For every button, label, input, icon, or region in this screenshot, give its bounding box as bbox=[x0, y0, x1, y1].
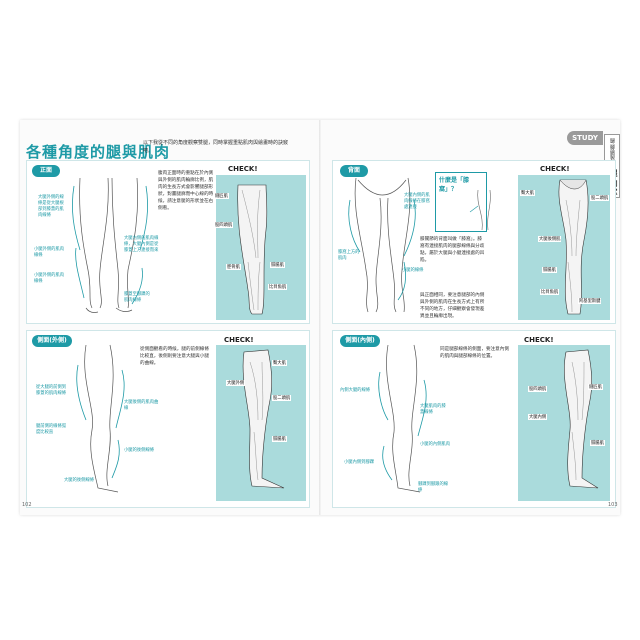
front-desc: 腹肉正面時的重點在於內側與外側的肌肉輪廓比例，肌肉的生長方式會影響腿部形狀，對畫… bbox=[158, 171, 214, 211]
front-note-4: 大腿內側的肌肉線條，大腿內側是從膝蓋上方連接而來 bbox=[124, 236, 159, 253]
side-outer-muscle-1: 臀大肌 bbox=[272, 360, 287, 366]
side-outer-desc: 從側面觀看的時候，腿的前側線條比較直，後側則要注意大腿與小腿的曲線。 bbox=[140, 347, 209, 366]
back-note-1: 大腿內側的肌肉線條在膝窩處連接 bbox=[404, 193, 430, 210]
front-muscle-2: 股四頭肌 bbox=[214, 222, 234, 228]
side-outer-note-5: 大腿的後側線條 bbox=[64, 478, 95, 483]
side-outer-muscle-2: 大腿外側 bbox=[226, 380, 246, 386]
side-outer-muscle-4: 腓腸肌 bbox=[272, 436, 287, 442]
page-number-right: 103 bbox=[608, 502, 618, 508]
side-outer-check-header: CHECK! bbox=[224, 336, 254, 344]
front-check-header: CHECK! bbox=[228, 165, 258, 173]
front-muscle-3: 脛骨肌 bbox=[226, 264, 241, 270]
side-inner-note-1: 內側大腿的線條 bbox=[340, 388, 371, 393]
side-tab-small: 腿‧腳繪製技巧 bbox=[609, 138, 615, 170]
back-muscle-1: 臀大肌 bbox=[520, 190, 535, 196]
side-outer-note-1: 從大腿的前側到膝蓋的肌肉線條 bbox=[36, 385, 67, 396]
back-muscle-5: 比目魚肌 bbox=[540, 289, 560, 295]
side-outer-note-3: 大腿後側的肌肉曲線 bbox=[124, 400, 159, 411]
section-label-side-inner: 側面(內側) bbox=[340, 335, 380, 347]
section-label-front: 正面 bbox=[32, 165, 60, 177]
side-outer-muscle-3: 股二頭肌 bbox=[272, 395, 292, 401]
side-inner-desc: 同是腿部線條的側面，要注意內側的肌肉與腿部線條的位置。 bbox=[440, 347, 509, 359]
back-muscle-6: 阿基里斯腱 bbox=[578, 298, 602, 304]
section-label-back: 背面 bbox=[340, 165, 368, 177]
front-muscle-4: 腓腸肌 bbox=[270, 262, 285, 268]
side-inner-note-4: 小腿內側到腳踝 bbox=[344, 460, 375, 465]
callout-title: 什麼是「膝窩」？ bbox=[439, 177, 470, 193]
back-note-3: 小腿的線條 bbox=[402, 268, 424, 273]
front-note-5: 膝蓋至腳踝的肌肉線條 bbox=[124, 292, 150, 303]
side-inner-muscle-4: 大腿內側 bbox=[528, 414, 548, 420]
side-inner-note-3: 小腿的內側肌肉 bbox=[420, 442, 451, 447]
back-muscle-4: 腓腸肌 bbox=[542, 267, 557, 273]
back-muscle-3: 大腿後側肌 bbox=[538, 236, 562, 242]
side-inner-note-2: 大腿肌肉的膝蓋線條 bbox=[420, 404, 446, 415]
side-inner-muscle-3: 腓腸肌 bbox=[590, 440, 605, 446]
front-note-1: 大腿外側的線條是從大腿根部到膝蓋的肌肉線條 bbox=[38, 195, 64, 218]
back-callout-desc: 膝關節的背面叫做「膝窩」。膝窩有連接肌肉的腿部線條與分歧點，屬於大腿與小腿連接處… bbox=[420, 237, 485, 263]
back-check-header: CHECK! bbox=[540, 165, 570, 173]
side-inner-muscle-2: 縫匠肌 bbox=[588, 384, 603, 390]
side-inner-note-5: 腳踝到腳跟的線條 bbox=[418, 482, 449, 493]
study-tab: STUDY bbox=[567, 131, 603, 145]
back-note-2: 膝窩上方的肌肉 bbox=[338, 250, 360, 261]
page-number-left: 102 bbox=[22, 502, 32, 508]
page-title: 各種角度的腿與肌肉 bbox=[26, 141, 169, 161]
front-note-2: 小腿外側的肌肉線條 bbox=[34, 247, 65, 258]
front-note-3: 小腿外側的肌肉線條 bbox=[34, 273, 65, 284]
back-muscle-2: 股二頭肌 bbox=[590, 195, 610, 201]
side-inner-check-box bbox=[518, 345, 610, 501]
side-inner-muscle-1: 股四頭肌 bbox=[528, 386, 548, 392]
front-muscle-5: 比目魚肌 bbox=[268, 284, 288, 290]
front-muscle-1: 縫匠肌 bbox=[214, 193, 229, 199]
back-desc: 與正面相同，要注意腿部的內側與外側的肌肉在生長方式上有所不同的地方，仔細觀察會發… bbox=[420, 293, 485, 319]
book-gutter bbox=[319, 120, 321, 515]
side-inner-check-header: CHECK! bbox=[524, 336, 554, 344]
side-outer-note-2: 腿前側的線條弧度比較直 bbox=[36, 424, 67, 435]
page-title-text: 各種角度的腿與肌肉 bbox=[26, 143, 171, 161]
intro-text: 以下我從不同的角度觀察雙腿，同時掌握重點肌肉與繪畫時的訣竅吧。 bbox=[143, 140, 289, 154]
side-outer-note-4: 小腿的後側線條 bbox=[124, 448, 155, 453]
section-label-side-outer: 側面(外側) bbox=[32, 335, 72, 347]
